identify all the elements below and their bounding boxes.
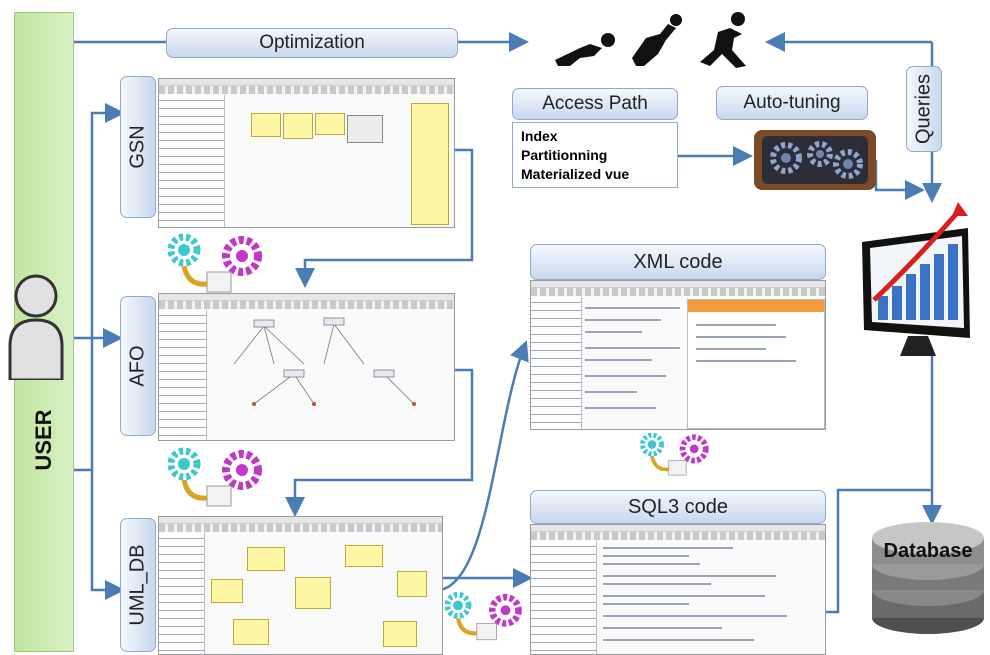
access-path-list: Index Partitionning Materialized vue (512, 122, 678, 188)
auto-tuning-gears-icon (754, 130, 876, 190)
monitor-chart-icon (862, 202, 970, 356)
gears-icon (167, 233, 262, 293)
gsn-label: GSN (120, 76, 156, 218)
access-path-partitionning: Partitionning (521, 147, 608, 163)
runners-icon (555, 12, 746, 68)
user-icon (8, 274, 64, 380)
uml-db-label: UML_DB (120, 518, 156, 652)
queries-label: Queries (906, 66, 942, 152)
xml-code-screenshot (530, 280, 826, 430)
uml-db-screenshot (158, 516, 443, 655)
gears-icon (444, 591, 522, 641)
sql3-code-label: SQL3 code (530, 490, 826, 524)
gsn-screenshot (158, 78, 455, 228)
xml-code-label: XML code (530, 244, 826, 280)
afo-screenshot (158, 293, 455, 441)
sql3-code-screenshot (530, 524, 826, 655)
database-icon (872, 522, 984, 634)
auto-tuning-label: Auto-tuning (716, 86, 868, 120)
gears-icon (640, 432, 709, 476)
optimization-label: Optimization (166, 28, 458, 58)
afo-label: AFO (120, 296, 156, 436)
access-path-label: Access Path (512, 88, 678, 120)
access-path-index: Index (521, 128, 558, 144)
gears-icon (167, 447, 262, 507)
access-path-materialized-vue: Materialized vue (521, 166, 630, 182)
database-label: Database (883, 540, 973, 562)
